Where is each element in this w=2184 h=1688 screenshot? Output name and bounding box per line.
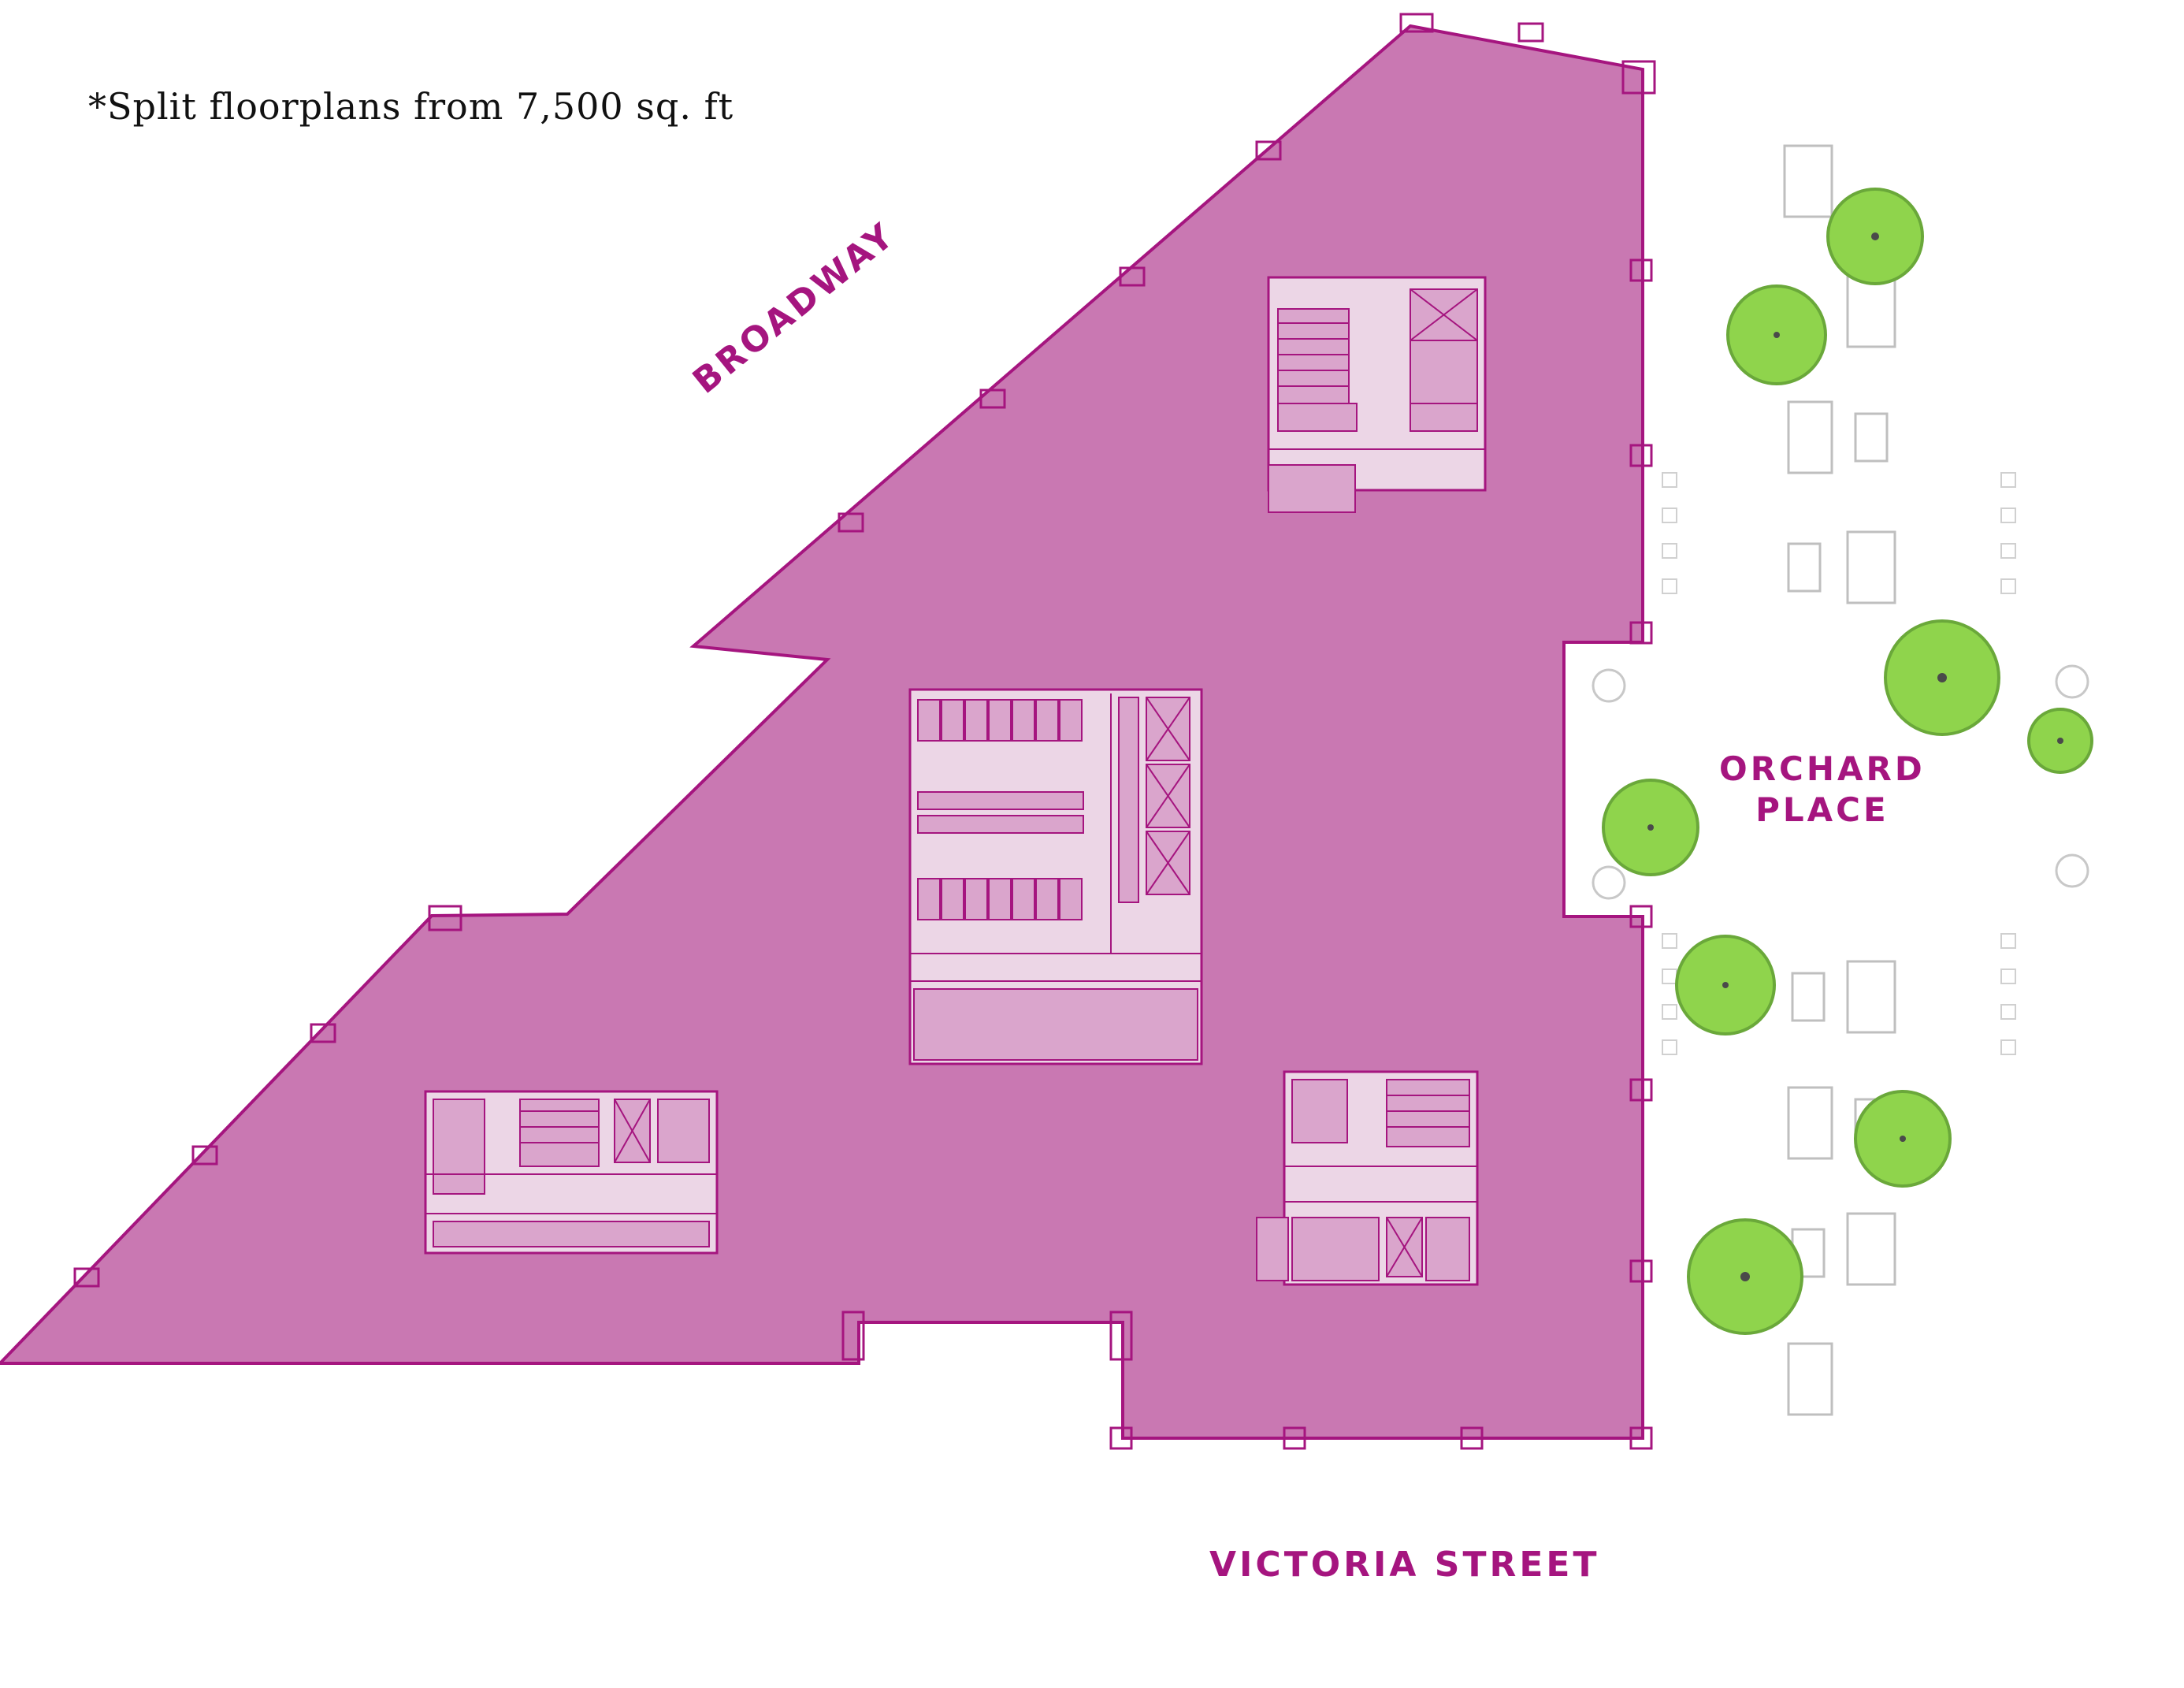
orchard-place-landscape xyxy=(1592,144,2093,1416)
core-west xyxy=(424,1090,719,1255)
orchard-label-line2: PLACE xyxy=(1755,790,1889,829)
street-label-orchard-place: ORCHARD PLACE xyxy=(1719,749,1926,831)
planter-icon xyxy=(1783,144,1896,1416)
core-central xyxy=(908,688,1203,1065)
orchard-label-line1: ORCHARD xyxy=(1719,749,1926,788)
broadway-facade-ticks xyxy=(566,658,829,916)
street-label-victoria: VICTORIA STREET xyxy=(1209,1545,1600,1585)
table-icon xyxy=(1592,664,2089,900)
perimeter-mullions xyxy=(73,13,1656,1450)
chair-icon xyxy=(1662,472,2016,1055)
core-north xyxy=(1267,276,1487,513)
core-southeast xyxy=(1256,1070,1479,1286)
split-floorplans-note: *Split floorplans from 7,500 sq. ft xyxy=(88,85,734,128)
